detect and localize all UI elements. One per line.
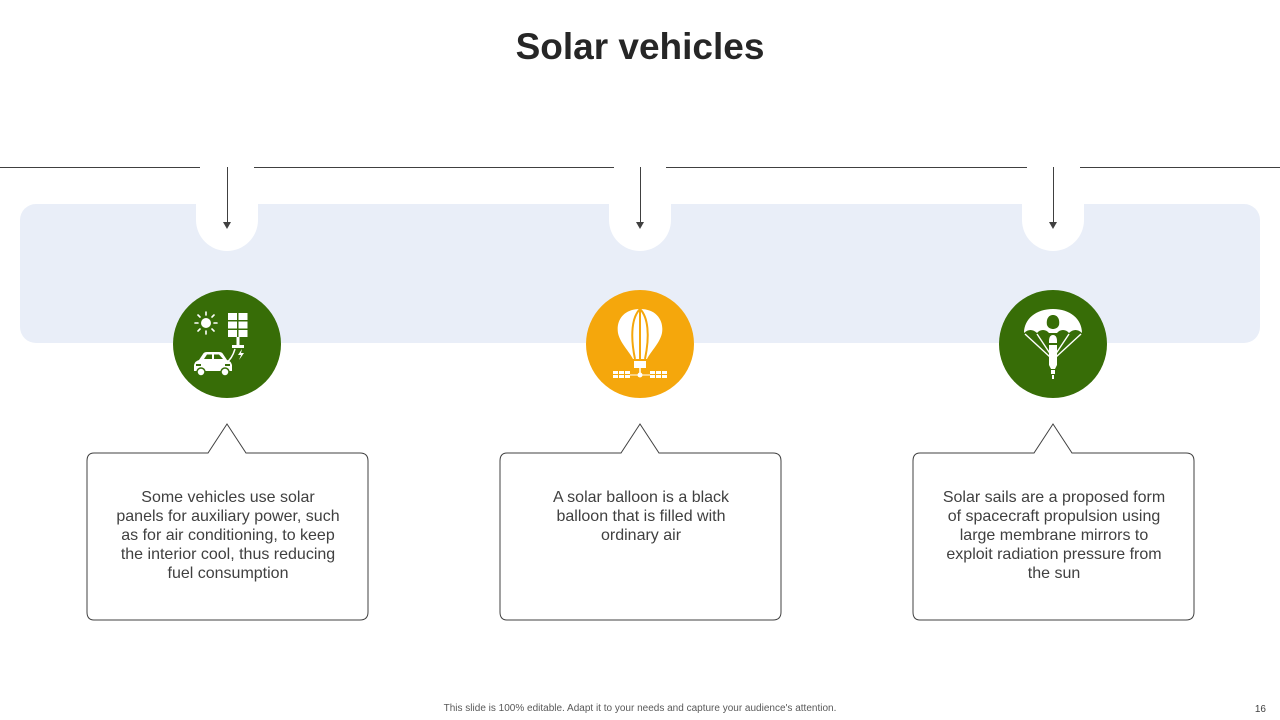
callout-text: Some vehicles use solar panels for auxil… <box>116 489 340 582</box>
down-arrow-icon <box>223 222 231 229</box>
page-number: 16 <box>1254 704 1266 715</box>
callout-box: A solar balloon is a black balloon that … <box>499 423 783 621</box>
footer-note: This slide is 100% editable. Adapt it to… <box>443 703 837 714</box>
down-arrow-line <box>227 167 228 223</box>
solar-car-icon <box>194 311 248 377</box>
down-arrow-line <box>640 167 641 223</box>
callout-frame <box>86 423 369 621</box>
down-arrow-line <box>1053 167 1054 223</box>
slide-title: Solar vehicles <box>515 26 765 67</box>
connector-line <box>254 167 614 168</box>
connector-line <box>1080 167 1280 168</box>
circle-solar-sail <box>999 290 1107 398</box>
callout-text: Solar sails are a proposed form of space… <box>942 489 1166 582</box>
circle-solar-balloon <box>586 290 694 398</box>
connector-line <box>666 167 1027 168</box>
down-arrow-icon <box>636 222 644 229</box>
connector-line <box>0 167 200 168</box>
callout-box: Solar sails are a proposed form of space… <box>912 423 1196 621</box>
callout-box: Some vehicles use solar panels for auxil… <box>86 423 370 621</box>
callout-frame <box>912 423 1195 621</box>
circle-solar-car <box>173 290 281 398</box>
solar-sail-icon <box>1024 309 1082 379</box>
down-arrow-icon <box>1049 222 1057 229</box>
solar-balloon-icon <box>613 308 667 378</box>
callout-text: A solar balloon is a black balloon that … <box>552 489 730 544</box>
callout-frame <box>499 423 782 621</box>
